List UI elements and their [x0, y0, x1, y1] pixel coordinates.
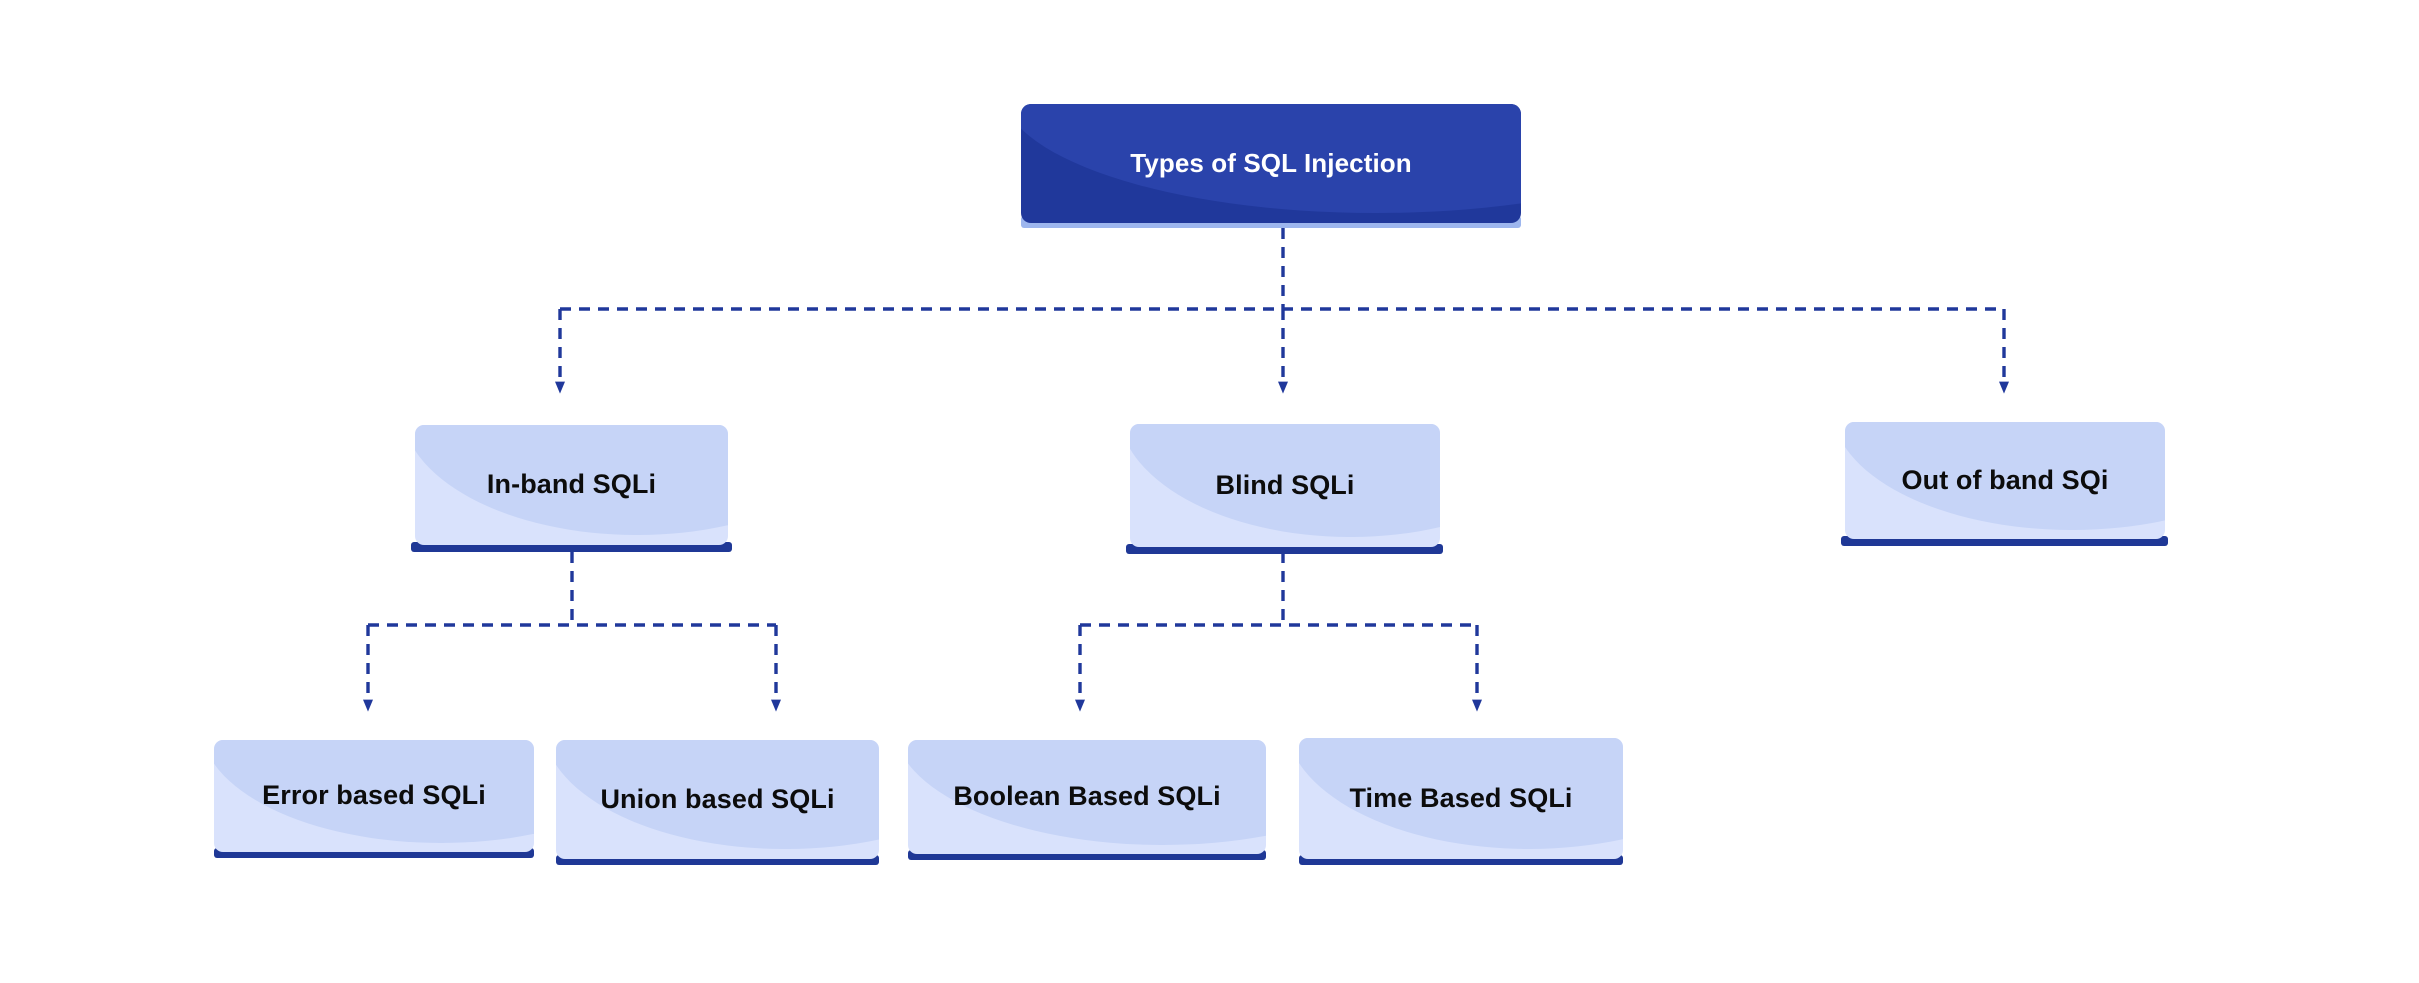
- node-label: Blind SQLi: [1215, 469, 1355, 500]
- node-error-underbar: [214, 848, 534, 858]
- node-in-band-sqli[interactable]: In-band SQLi: [415, 425, 728, 545]
- node-time-underbar: [1299, 855, 1623, 865]
- node-label: Error based SQLi: [262, 780, 486, 811]
- node-boolean-based-sqli[interactable]: Boolean Based SQLi: [908, 740, 1266, 854]
- node-time-based-sqli[interactable]: Time Based SQLi: [1299, 738, 1623, 859]
- node-label: Boolean Based SQLi: [953, 781, 1221, 812]
- node-union-based-sqli[interactable]: Union based SQLi: [556, 740, 879, 859]
- node-union-underbar: [556, 855, 879, 865]
- node-outband-underbar: [1841, 536, 2168, 546]
- node-label: Union based SQLi: [600, 783, 835, 814]
- node-error-based-sqli[interactable]: Error based SQLi: [214, 740, 534, 852]
- node-label: Time Based SQLi: [1349, 782, 1573, 813]
- node-blind-sqli[interactable]: Blind SQLi: [1130, 424, 1440, 547]
- node-boolean-underbar: [908, 850, 1266, 860]
- node-label: Types of SQL Injection: [1130, 147, 1412, 178]
- node-out-of-band-sqi[interactable]: Out of band SQi: [1845, 422, 2165, 539]
- node-types-of-sql-injection[interactable]: Types of SQL Injection: [1021, 104, 1521, 223]
- node-label: In-band SQLi: [486, 469, 657, 500]
- node-blind-underbar: [1126, 544, 1443, 554]
- node-label: Out of band SQi: [1901, 464, 2109, 495]
- node-inband-underbar: [411, 542, 732, 552]
